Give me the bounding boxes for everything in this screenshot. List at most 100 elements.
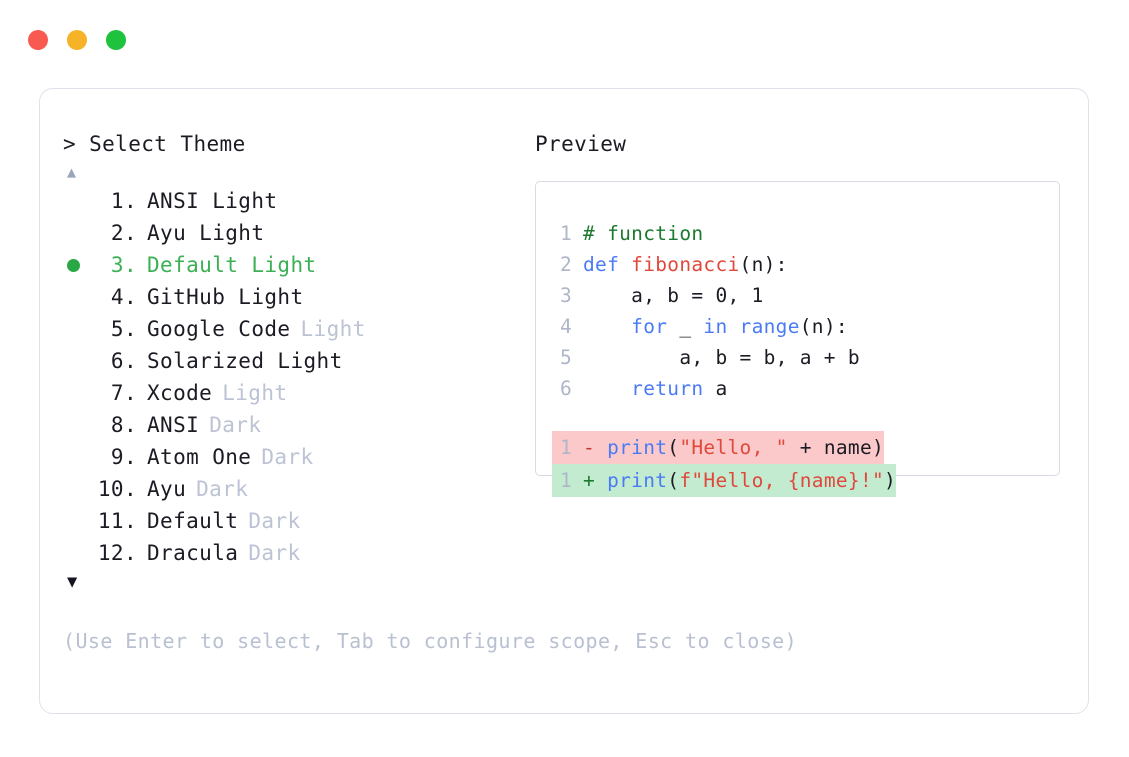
code-token: (n): — [799, 315, 848, 338]
code-token: fibonacci — [631, 253, 740, 276]
diff-line-body: 1- print("Hello, " + name) — [552, 431, 885, 464]
theme-item-name: Dracula — [147, 541, 239, 565]
code-token: a, b = b, a + b — [583, 346, 860, 369]
theme-list-item[interactable]: 8. ANSI Dark — [63, 409, 533, 441]
code-spacer — [552, 404, 1059, 431]
code-token — [583, 315, 631, 338]
theme-list-item[interactable]: 9. Atom One Dark — [63, 441, 533, 473]
diff-marker: + — [583, 469, 608, 492]
theme-item-index: 7. — [110, 381, 137, 405]
theme-list-item[interactable]: 4. GitHub Light — [63, 281, 533, 313]
line-number: 1 — [559, 222, 572, 245]
theme-item-index: 1. — [110, 189, 137, 213]
code-token: (n): — [739, 253, 788, 276]
theme-list-item[interactable]: 2. Ayu Light — [63, 217, 533, 249]
code-token: # function — [583, 222, 704, 245]
close-window-dot[interactable] — [28, 30, 48, 50]
code-token: a, b = 0, 1 — [583, 284, 764, 307]
keyboard-hint: (Use Enter to select, Tab to configure s… — [63, 629, 798, 653]
diff-line-add: 1 + print(f"Hello, {name}!") — [552, 464, 1059, 497]
theme-item-index: 6. — [110, 349, 137, 373]
code-line: 2 def fibonacci(n): — [552, 249, 1059, 280]
code-token: "Hello, " — [679, 436, 788, 459]
line-number: 6 — [559, 377, 572, 400]
code-token — [583, 377, 631, 400]
theme-item-name: Google Code — [147, 317, 291, 341]
preview-label: Preview — [535, 132, 627, 156]
theme-list-item[interactable]: 7. Xcode Light — [63, 377, 533, 409]
code-token: for — [631, 315, 668, 338]
code-line: 1 # function — [552, 218, 1059, 249]
theme-item-index: 9. — [110, 445, 137, 469]
line-number: 1 — [559, 469, 572, 492]
theme-item-index: 12. — [97, 541, 137, 565]
theme-item-index: 11. — [97, 509, 137, 533]
theme-item-name: Solarized Light — [147, 349, 343, 373]
theme-item-variant-tag: Light — [300, 317, 366, 341]
theme-item-name: Default Light — [147, 253, 317, 277]
code-line: 4 for _ in range(n): — [552, 311, 1059, 342]
theme-item-variant-tag: Dark — [261, 445, 314, 469]
theme-item-name: Ayu — [147, 477, 187, 501]
line-number: 2 — [559, 253, 572, 276]
code-token: f"Hello, {name}!" — [679, 469, 885, 492]
theme-list-item[interactable]: 5. Google Code Light — [63, 313, 533, 345]
diff-marker: - — [583, 436, 608, 459]
line-number: 1 — [559, 436, 572, 459]
theme-item-name: ANSI — [147, 413, 200, 437]
theme-list-item[interactable]: 6. Solarized Light — [63, 345, 533, 377]
theme-item-name: Atom One — [147, 445, 252, 469]
theme-item-variant-tag: Dark — [209, 413, 262, 437]
code-token: def — [583, 253, 632, 276]
theme-item-variant-tag: Dark — [196, 477, 249, 501]
scroll-up-arrow-icon[interactable]: ▲ — [67, 163, 77, 181]
prompt-line: > Select Theme — [63, 129, 533, 159]
theme-item-name: GitHub Light — [147, 285, 304, 309]
code-token: a — [703, 377, 728, 400]
theme-item-variant-tag: Light — [222, 381, 288, 405]
code-token: return — [631, 377, 704, 400]
theme-item-variant-tag: Dark — [248, 541, 301, 565]
selection-bullet-slot — [63, 258, 91, 272]
theme-list-item[interactable]: 12. Dracula Dark — [63, 537, 533, 569]
theme-list-item[interactable]: 3. Default Light — [63, 249, 533, 281]
code-line: 5 a, b = b, a + b — [552, 342, 1059, 373]
theme-item-index: 2. — [110, 221, 137, 245]
code-token: ( — [667, 469, 680, 492]
code-token: print — [607, 469, 668, 492]
code-line: 3 a, b = 0, 1 — [552, 280, 1059, 311]
theme-item-variant-tag: Dark — [248, 509, 301, 533]
prompt-caret-icon: > — [63, 132, 77, 156]
diff-line-body: 1 + print(f"Hello, {name}!") — [552, 464, 897, 497]
selected-bullet-icon — [67, 258, 80, 272]
scroll-down-arrow-icon[interactable]: ▼ — [67, 572, 78, 592]
line-number: 4 — [559, 315, 572, 338]
theme-list-item[interactable]: 10. Ayu Dark — [63, 473, 533, 505]
theme-item-index: 4. — [110, 285, 137, 309]
theme-item-name: Xcode — [147, 381, 213, 405]
line-number: 5 — [559, 346, 572, 369]
theme-item-name: Ayu Light — [147, 221, 265, 245]
theme-item-index: 10. — [97, 477, 137, 501]
theme-item-index: 5. — [110, 317, 137, 341]
minimize-window-dot[interactable] — [67, 30, 87, 50]
code-token: print — [607, 436, 668, 459]
theme-list-item[interactable]: 1.ANSI Light — [63, 185, 533, 217]
maximize-window-dot[interactable] — [106, 30, 126, 50]
theme-item-index: 3. — [110, 253, 137, 277]
code-token: ( — [667, 436, 680, 459]
theme-item-index: 8. — [110, 413, 137, 437]
code-token: _ — [667, 315, 704, 338]
code-token: in range — [703, 315, 800, 338]
code-token: + name) — [787, 436, 885, 459]
window-traffic-lights — [28, 30, 126, 50]
page-title: Select Theme — [89, 132, 246, 156]
code-token: ) — [884, 469, 897, 492]
